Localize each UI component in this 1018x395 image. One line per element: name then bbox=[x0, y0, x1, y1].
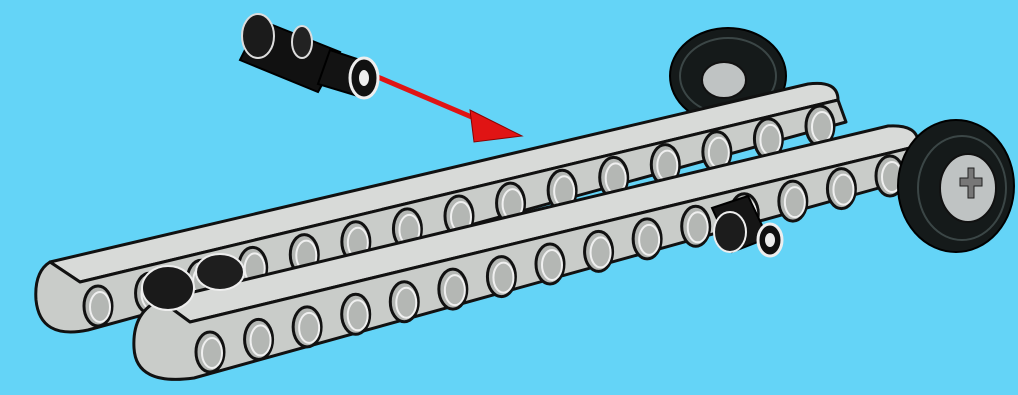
insert-arrow-icon bbox=[366, 72, 522, 142]
front-wheel-icon bbox=[898, 120, 1014, 252]
technic-pin-icon bbox=[240, 14, 378, 98]
